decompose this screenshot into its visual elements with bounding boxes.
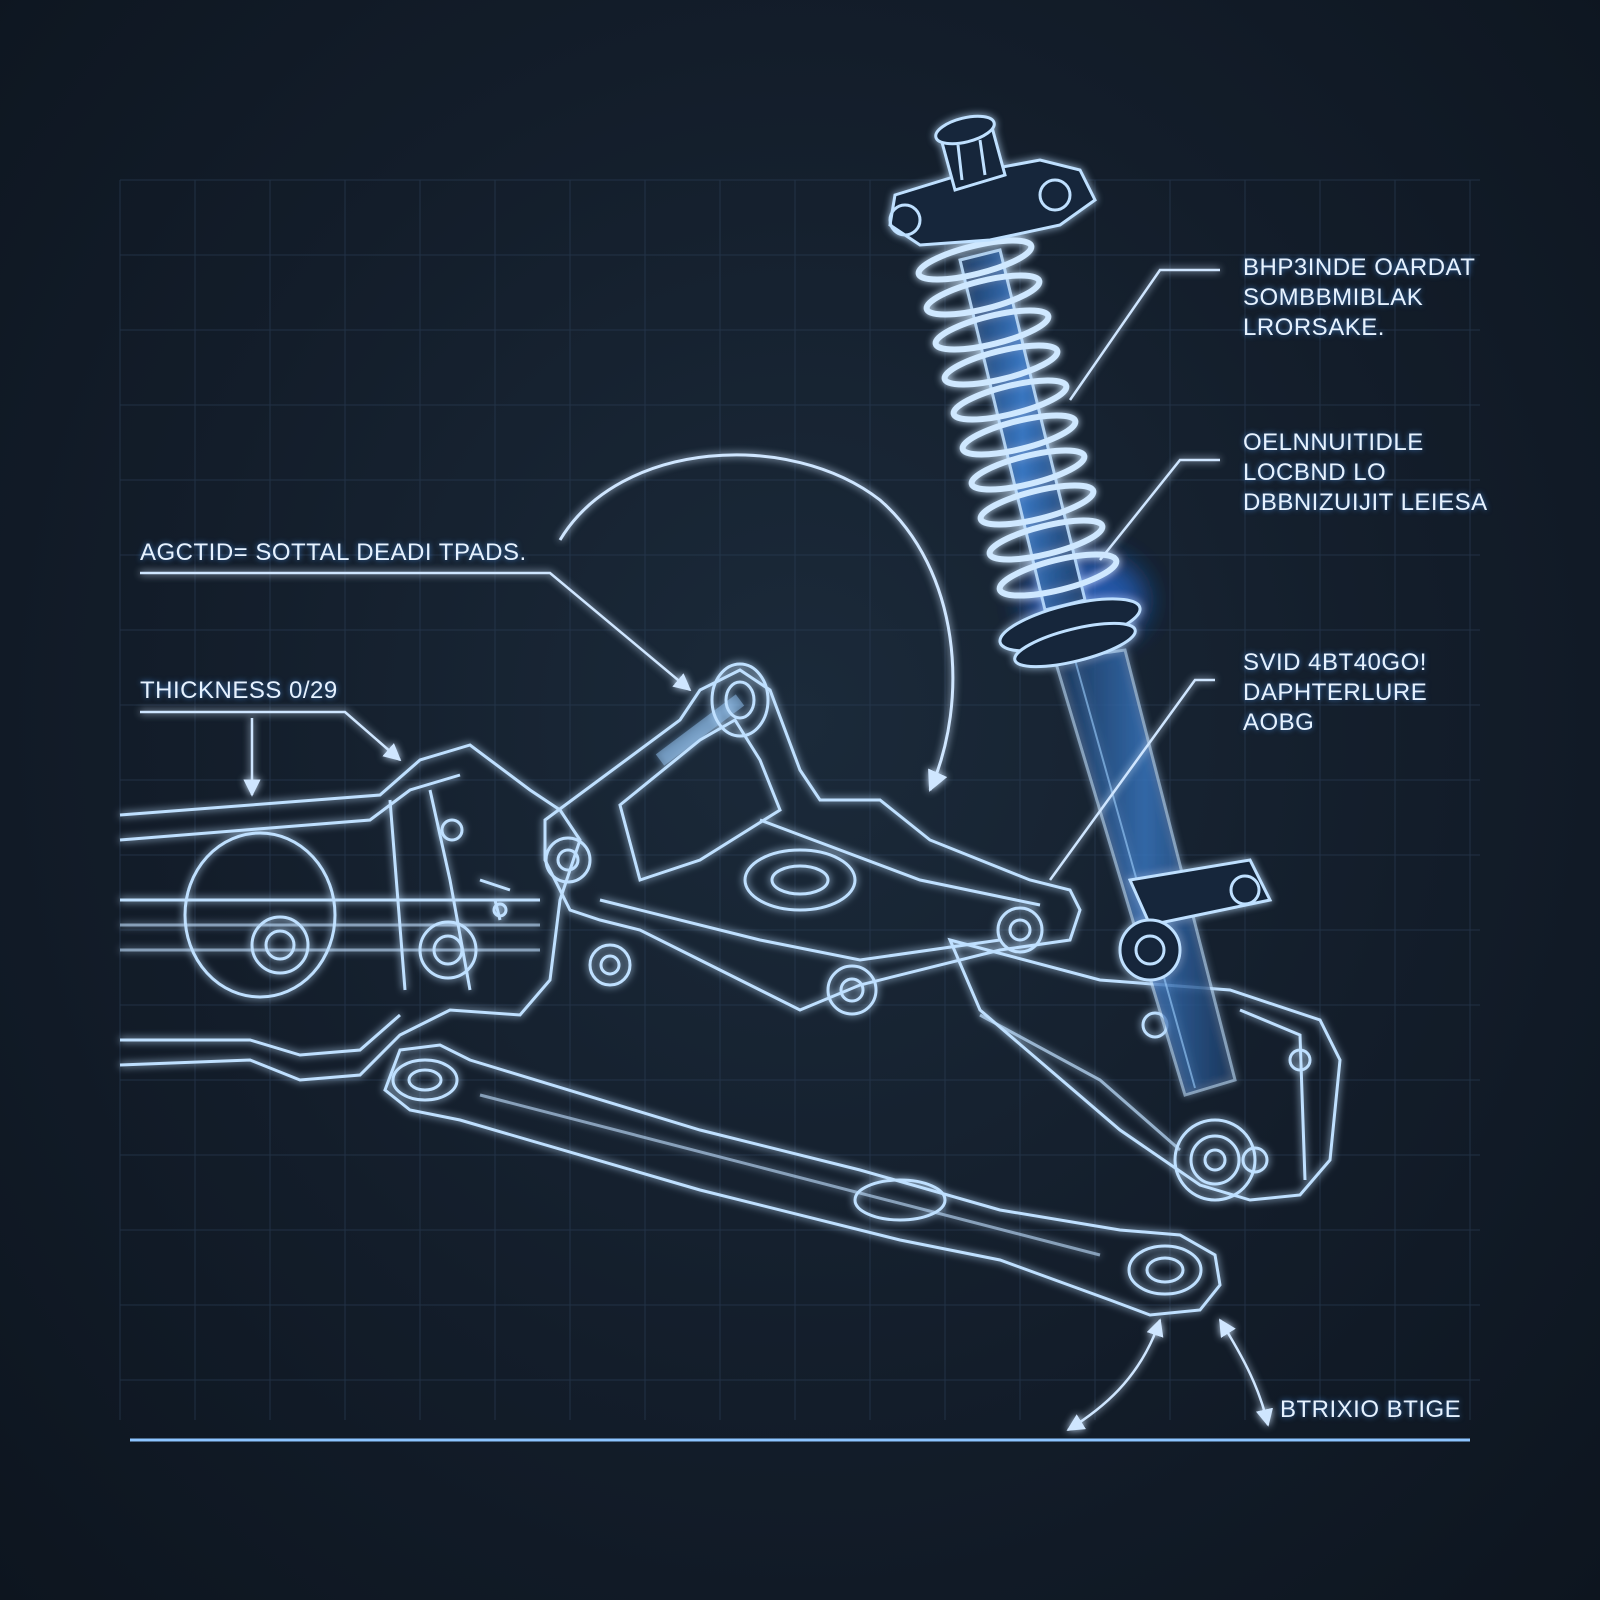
callout-thickness: THICKNESS 0/29	[140, 676, 338, 706]
callout-top-right-line-1: BHP3INDE OARDAT	[1243, 254, 1476, 281]
knuckle	[947, 937, 1342, 1202]
callout-mid-right-line-3: DBBNIZUIJIT LEIESA	[1243, 489, 1488, 516]
callout-top-right: BHP3INDE OARDAT SOMBBMIBLAK LRORSAKE.	[1243, 253, 1475, 343]
coilover-strut	[888, 114, 1273, 1097]
callout-lower-right-line-3: AOBG	[1243, 709, 1315, 736]
background-grid	[119, 179, 1480, 1420]
callout-thickness-text: THICKNESS 0/29	[140, 677, 338, 704]
leader-lines	[140, 268, 1274, 1432]
callout-mid-right-line-1: OELNNUITIDLE	[1243, 429, 1424, 456]
callout-bottom-text: BTRIXIO BTIGE	[1280, 1396, 1462, 1423]
callout-lower-right: SVID 4BT40GO! DAPHTERLURE AOBG	[1243, 648, 1427, 738]
callout-mid-right-line-2: LOCBND LO	[1243, 459, 1387, 486]
callout-bottom: BTRIXIO BTIGE	[1280, 1395, 1461, 1425]
lower-link	[383, 1043, 1222, 1317]
subframe	[119, 743, 582, 1082]
rotation-arc-arrow	[558, 453, 955, 792]
callout-lower-right-line-2: DAPHTERLURE	[1243, 679, 1428, 706]
callout-mid-right: OELNNUITIDLE LOCBND LO DBBNIZUIJIT LEIES…	[1243, 428, 1488, 518]
callout-left-upper-text: AGCTID= SOTTAL DEADI TPADS.	[140, 539, 527, 566]
upper-control-arm	[543, 662, 1082, 1016]
callout-left-upper: AGCTID= SOTTAL DEADI TPADS.	[140, 538, 527, 568]
callout-lower-right-line-1: SVID 4BT40GO!	[1243, 649, 1427, 676]
callout-top-right-line-2: SOMBBMIBLAK	[1243, 284, 1424, 311]
callout-top-right-line-3: LRORSAKE.	[1243, 314, 1385, 341]
